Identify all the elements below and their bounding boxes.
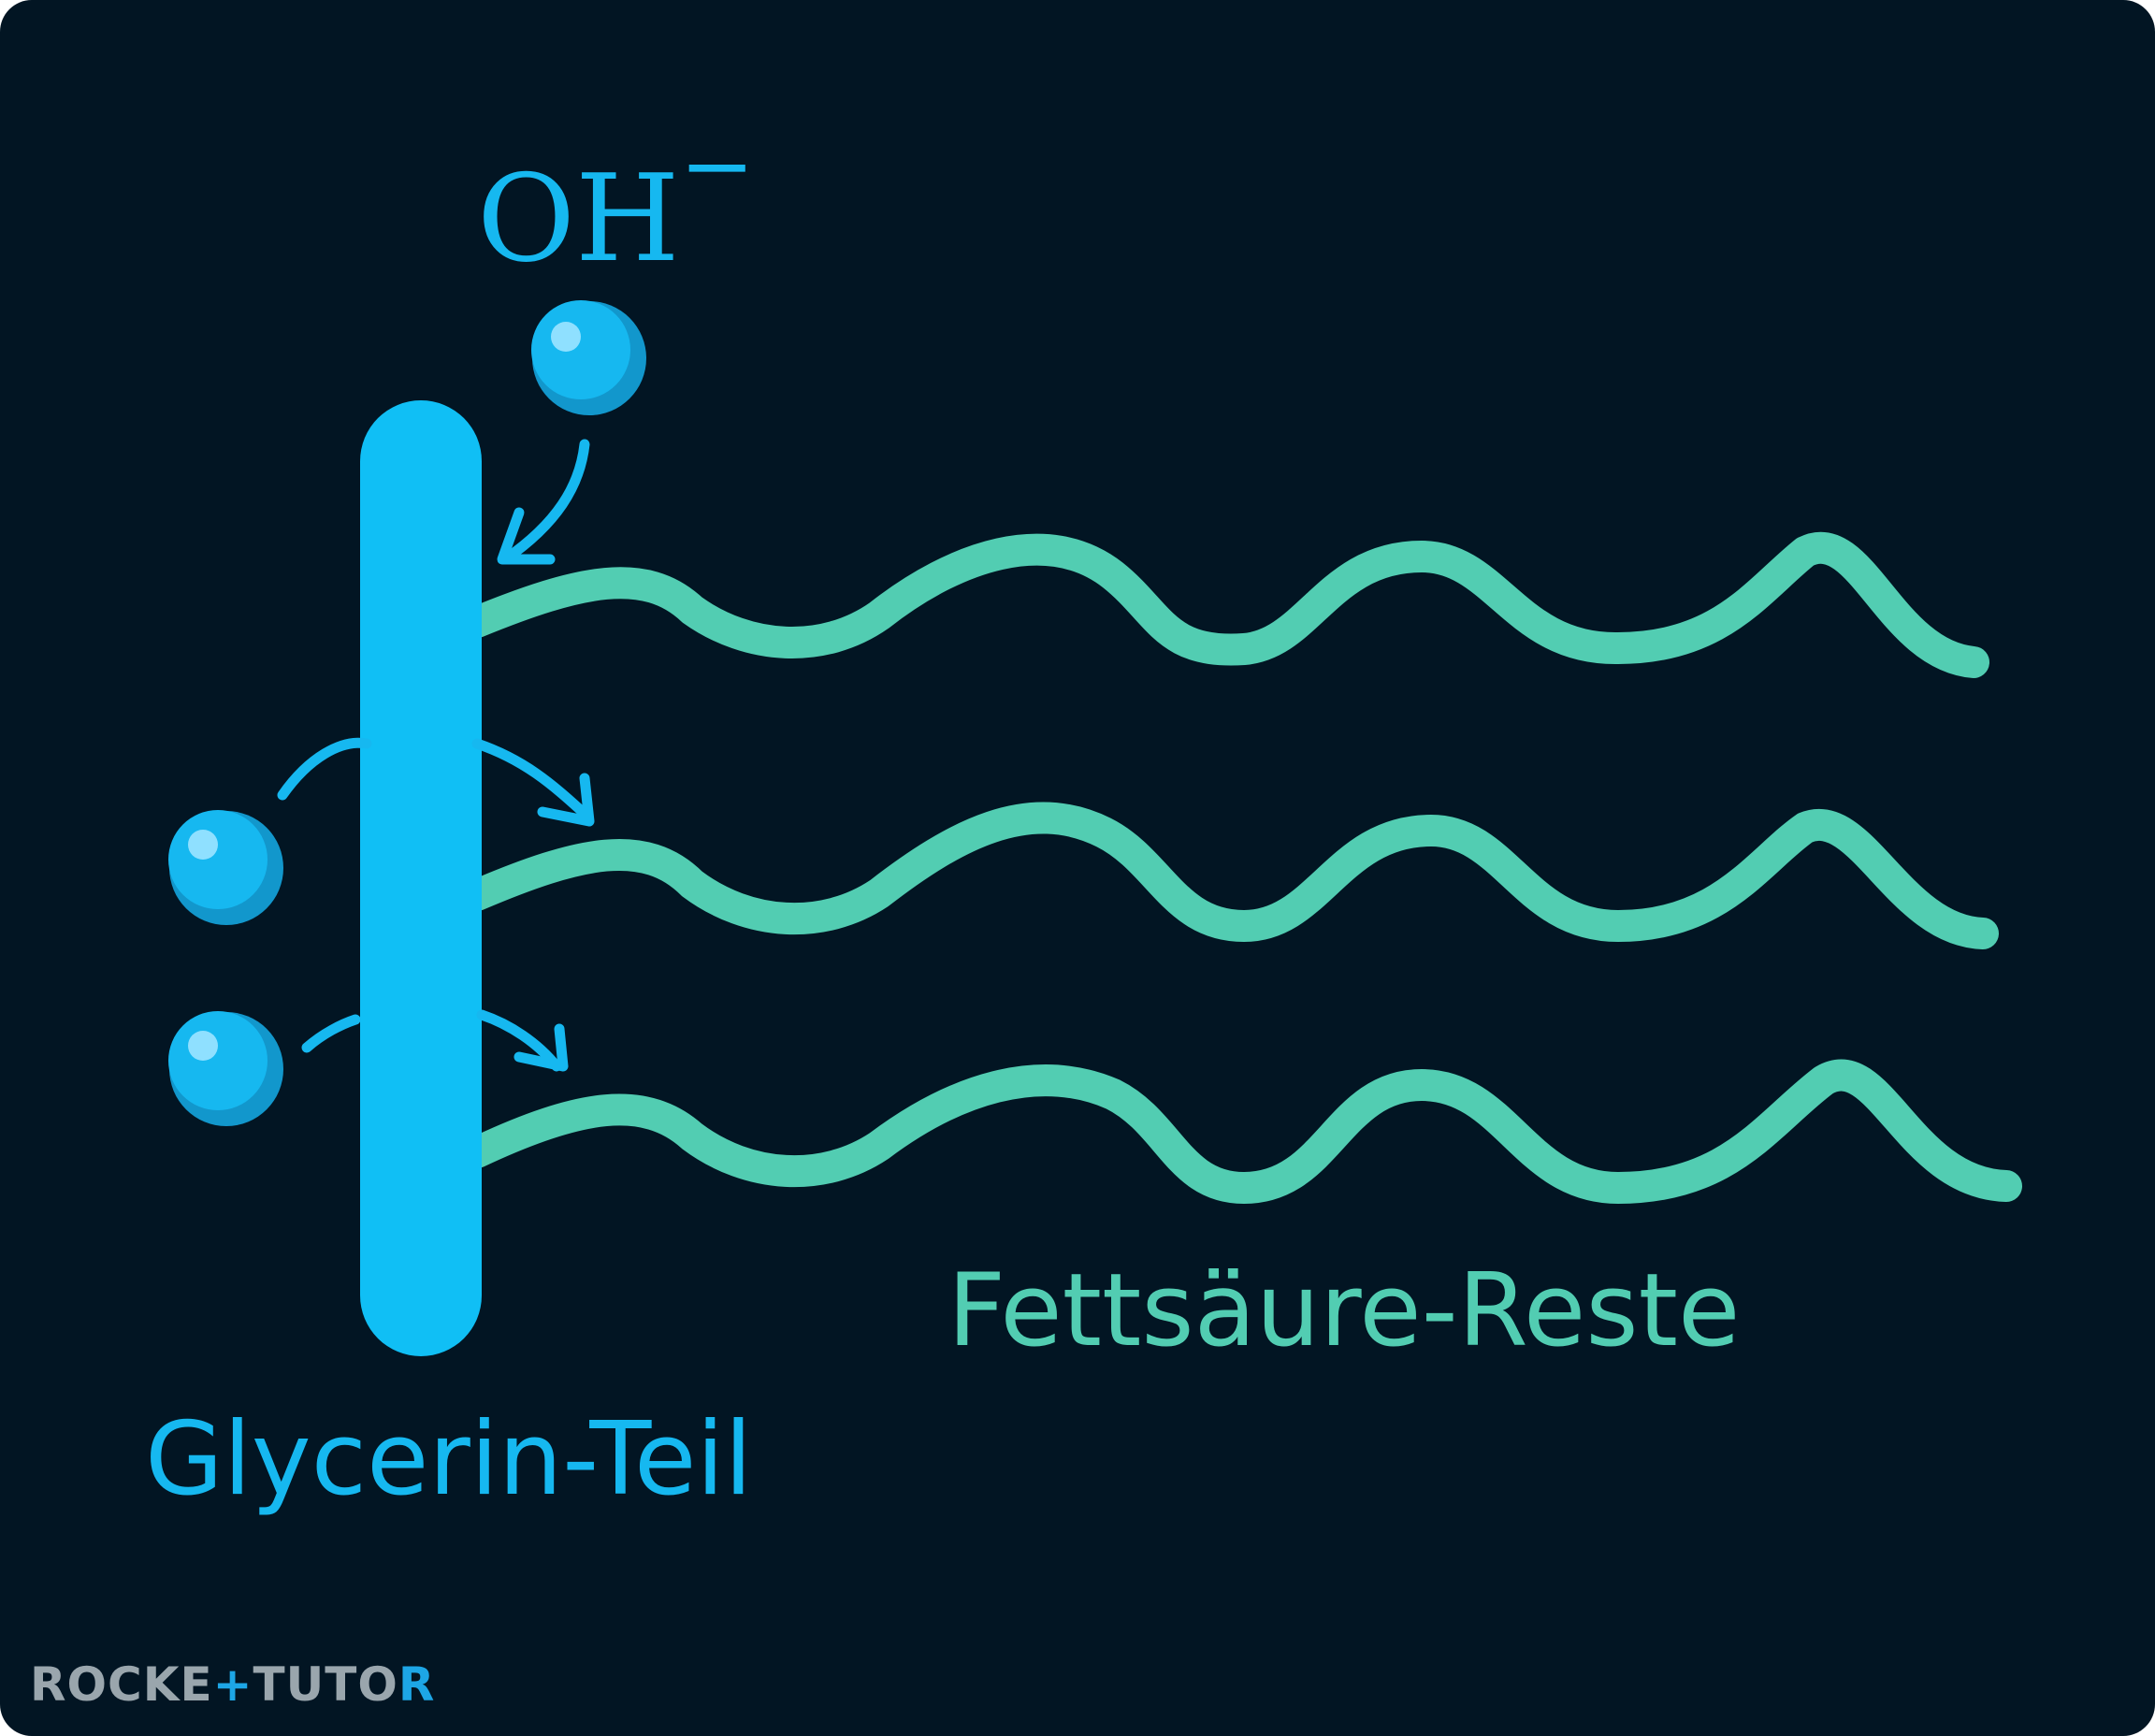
hydroxide-ion-icon [168, 810, 283, 925]
curved-arrow-icon [277, 737, 595, 827]
fatty-acid-chain-3 [461, 1059, 2022, 1204]
fatty-acid-chain-2 [461, 802, 1999, 949]
glycerin-label: Glycerin-Teil [145, 1401, 752, 1518]
curved-arrow-icon [497, 439, 590, 565]
reaction-arrows [277, 439, 595, 1072]
fatty-acid-chains [461, 531, 2022, 1204]
glycerin-backbone [360, 400, 482, 1356]
brand-logo: ROCKE+TUTOR [30, 1657, 435, 1712]
curved-arrow-icon [301, 1009, 569, 1072]
hydroxide-ions [168, 300, 646, 1126]
hydroxide-label: OH− [477, 113, 755, 289]
fatty-acid-chain-1 [461, 531, 1989, 678]
fatty-acids-label: Fettsäure-Reste [947, 1252, 1740, 1369]
hydroxide-ion-icon [531, 300, 646, 415]
hydroxide-ion-icon [168, 1011, 283, 1126]
